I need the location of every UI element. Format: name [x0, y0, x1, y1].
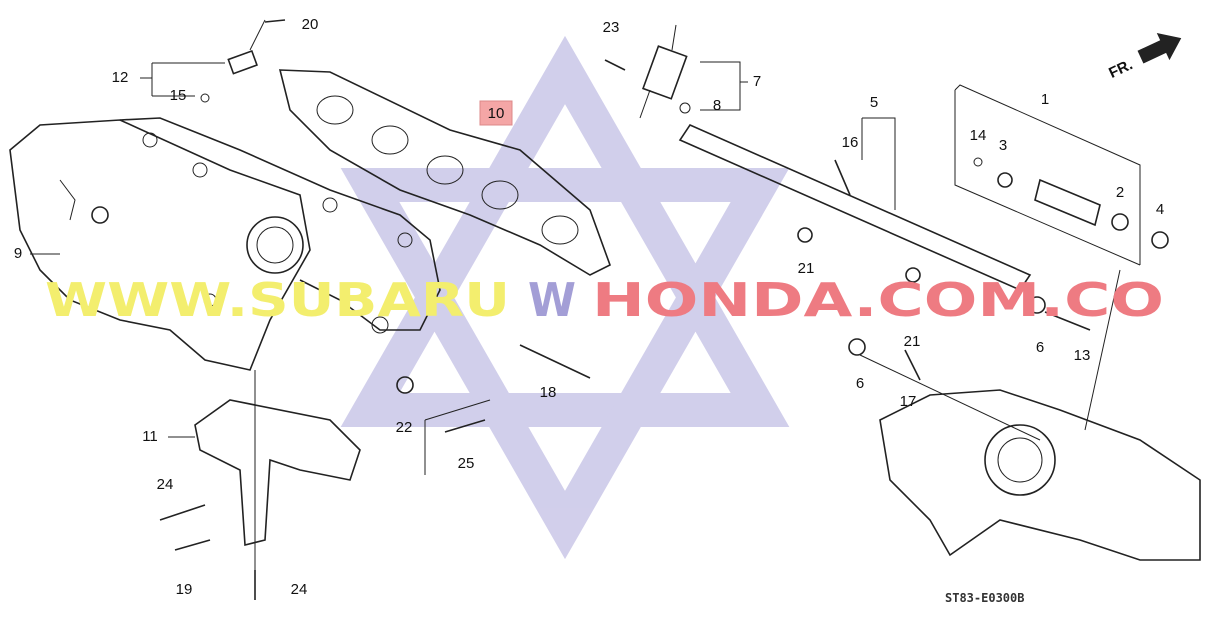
callout-25: 25 — [458, 455, 475, 472]
callout-22: 22 — [396, 419, 413, 436]
sensor — [227, 19, 266, 75]
callout-7: 7 — [753, 73, 761, 90]
callout-24: 24 — [157, 476, 174, 493]
fuel-rail — [639, 24, 1032, 292]
callout-8: 8 — [713, 97, 721, 114]
callout-4: 4 — [1156, 201, 1164, 218]
fr-label: FR. — [1106, 56, 1135, 82]
callout-19: 19 — [176, 581, 193, 598]
callout-5: 5 — [870, 94, 878, 111]
star-watermark — [340, 35, 790, 560]
fuel-injector — [954, 84, 1169, 266]
callout-23: 23 — [603, 19, 620, 36]
callout-14: 14 — [970, 127, 987, 144]
callout-15: 15 — [170, 87, 187, 104]
highlight-box — [479, 100, 513, 126]
watermark-w: W — [528, 273, 576, 327]
watermark-subaru: WWW.SUBARU — [45, 273, 510, 327]
callout-3: 3 — [999, 137, 1007, 154]
intake-gasket — [278, 69, 611, 276]
manifold-bracket — [194, 370, 361, 580]
callout-17: 17 — [900, 393, 917, 410]
callout-21: 21 — [904, 333, 921, 350]
callout-10: 10 — [488, 105, 505, 122]
callout-13: 13 — [1074, 347, 1091, 364]
callout-9: 9 — [14, 245, 22, 262]
diagram-code: ST83-E0300B — [945, 591, 1024, 605]
callout-11: 11 — [142, 428, 158, 445]
callout-24: 24 — [291, 581, 308, 598]
watermark-honda: HONDA.COM.CO — [592, 273, 1164, 327]
fasteners — [159, 19, 1091, 600]
manifold-reference — [859, 269, 1201, 561]
callout-1: 1 — [1041, 91, 1049, 108]
callout-6: 6 — [856, 375, 864, 392]
arrow-icon — [1137, 32, 1182, 64]
callout-16: 16 — [842, 134, 859, 151]
callout-2: 2 — [1116, 184, 1124, 201]
intake-manifold — [9, 117, 441, 371]
callout-21: 21 — [798, 260, 815, 277]
callout-leaders — [30, 61, 896, 438]
front-direction-indicator: FR. — [1106, 32, 1182, 82]
callout-18: 18 — [540, 384, 557, 401]
callout-20: 20 — [302, 16, 319, 33]
callout-12: 12 — [112, 69, 129, 86]
callout-6: 6 — [1036, 339, 1044, 356]
watermark-text: WWW.SUBARU W HONDA.COM.CO — [45, 273, 1164, 327]
